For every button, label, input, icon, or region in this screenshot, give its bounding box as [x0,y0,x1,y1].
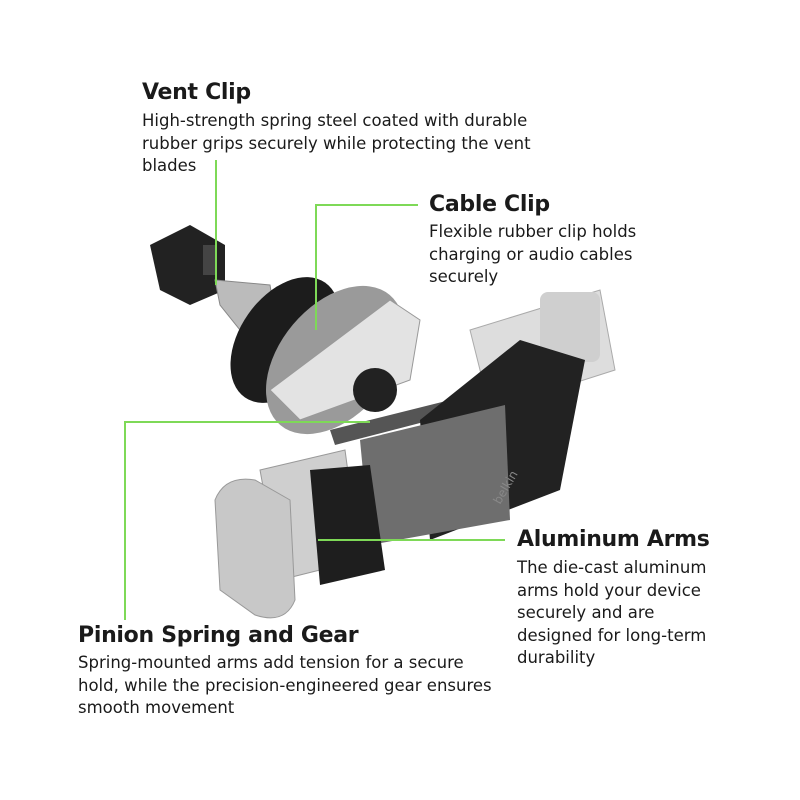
aluminum-arms-description: The die-cast aluminum arms hold your dev… [517,558,707,667]
aluminum-arms-title: Aluminum Arms [517,527,710,552]
cable-clip-title: Cable Clip [429,192,550,217]
gear-hub [353,368,397,412]
vent-clip-title: Vent Clip [142,80,251,105]
vent-clip-description: High-strength spring steel coated with d… [142,111,531,175]
gear-rack [330,395,470,445]
vent-clip-part [150,225,276,331]
pinion-description: Spring-mounted arms add tension for a se… [78,653,492,717]
cable-clip-description: Flexible rubber clip holds charging or a… [429,222,637,286]
right-aluminum-arm: belkin [360,289,616,545]
left-aluminum-arm [214,449,385,619]
callout-lines [124,160,505,620]
pinion-title: Pinion Spring and Gear [78,623,359,648]
